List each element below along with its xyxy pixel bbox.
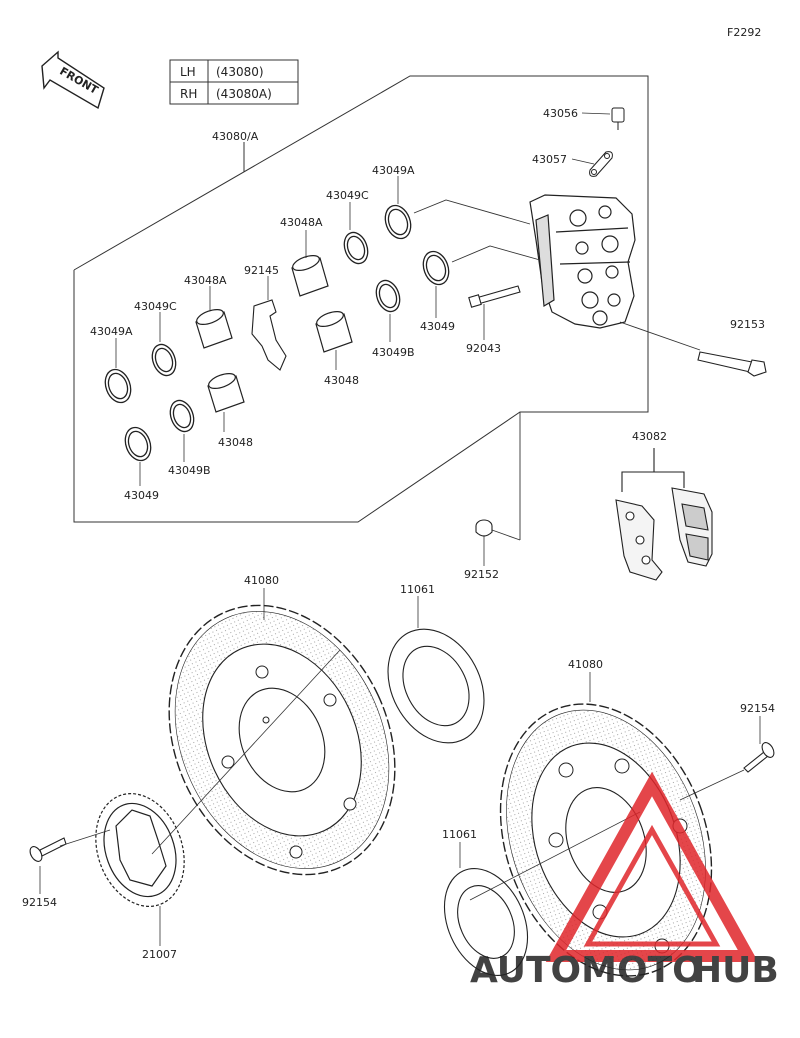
label-43048a-left: 43048A [184,274,227,287]
caliper-body [529,194,636,329]
label-41080-right: 41080 [568,658,603,671]
brake-disc-left [168,604,396,876]
pin-icon [468,285,521,308]
bolt-icon [697,351,767,377]
table-code-lh: (43080) [216,65,264,79]
label-43082: 43082 [632,430,667,443]
table-side-lh: LH [180,65,196,79]
shim-left [387,628,485,744]
label-92145: 92145 [244,264,279,277]
seal-rings [104,204,450,462]
label-92043: 92043 [466,342,501,355]
label-43048-mid: 43048 [324,374,359,387]
label-43049b-low: 43049B [168,464,211,477]
label-92153: 92153 [730,318,765,331]
label-43049a-top: 43049A [372,164,415,177]
label-43049a-left: 43049A [90,325,133,338]
cap-icon [475,519,493,537]
bleeder-cap-icon [589,151,613,177]
label-43049-top: 43049 [420,320,455,333]
watermark-logo: AUTOMOTO HUB [470,771,779,991]
table-side-rh: RH [180,87,197,101]
leader-lines [39,176,761,946]
label-43049b-mid: 43049B [372,346,415,359]
watermark-text-1: AUTOMOTO [470,950,703,991]
brake-disc-right [499,703,713,977]
screw-right-icon [743,742,775,773]
label-43049-low: 43049 [124,489,159,502]
watermark-text-2: HUB [692,950,779,991]
label-11061-left: 11061 [400,583,435,596]
brake-pads-icon [615,448,713,581]
label-43048-low: 43048 [218,436,253,449]
label-92154-left: 92154 [22,896,57,909]
caliper-assy-frame [73,75,649,523]
side-table: LH (43080) RH (43080A) [169,59,299,105]
label-43056: 43056 [543,107,578,120]
abs-rotor-icon [95,793,185,907]
shim-right [443,868,529,976]
label-caliper-assy: 43080/A [212,130,259,143]
bleeder-icon [611,107,625,130]
label-41080-left: 41080 [244,574,279,587]
label-43049c-top: 43049C [326,189,369,202]
label-43057: 43057 [532,153,567,166]
screw-left-icon [29,837,67,862]
front-arrow-icon: FRONT [41,50,105,110]
pad-spring-icon [251,299,287,371]
figure-id: F2292 [727,26,761,39]
table-code-rh: (43080A) [216,87,272,101]
leaders-caliper [413,199,701,541]
label-92152: 92152 [464,568,499,581]
label-11061-right: 11061 [442,828,477,841]
pistons [195,255,353,413]
label-21007: 21007 [142,948,177,961]
label-43048a-top: 43048A [280,216,323,229]
label-43049c-left: 43049C [134,300,177,313]
label-92154-right: 92154 [740,702,775,715]
